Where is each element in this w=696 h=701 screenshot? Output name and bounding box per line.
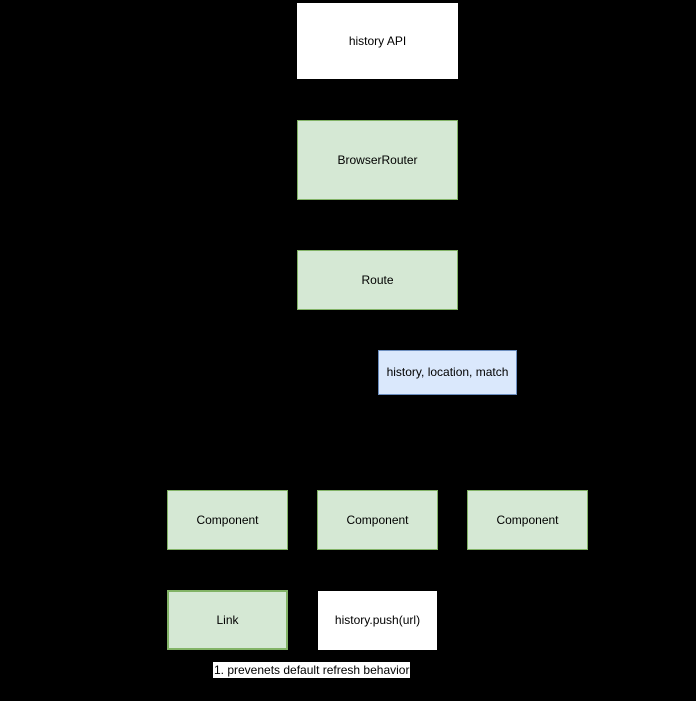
node-label: Component xyxy=(196,512,259,527)
node-label: Component xyxy=(346,512,409,527)
node-link: Link xyxy=(167,590,288,650)
footnote-label: 1. prevenets default refresh behavior xyxy=(213,662,411,678)
node-label: Component xyxy=(496,512,559,527)
node-label: Route xyxy=(361,272,394,287)
node-label: history.push(url) xyxy=(334,613,421,628)
node-label: BrowserRouter xyxy=(337,152,418,167)
node-browser-router: BrowserRouter xyxy=(297,120,458,200)
node-label: history, location, match xyxy=(386,365,509,380)
node-route: Route xyxy=(297,250,458,310)
node-component-1: Component xyxy=(167,490,288,550)
node-route-props: history, location, match xyxy=(378,350,517,395)
node-label: Link xyxy=(216,612,239,627)
node-label: history API xyxy=(348,33,407,48)
node-component-3: Component xyxy=(467,490,588,550)
node-history-push: history.push(url) xyxy=(318,591,437,650)
node-component-2: Component xyxy=(317,490,438,550)
node-history-api: history API xyxy=(297,3,458,79)
